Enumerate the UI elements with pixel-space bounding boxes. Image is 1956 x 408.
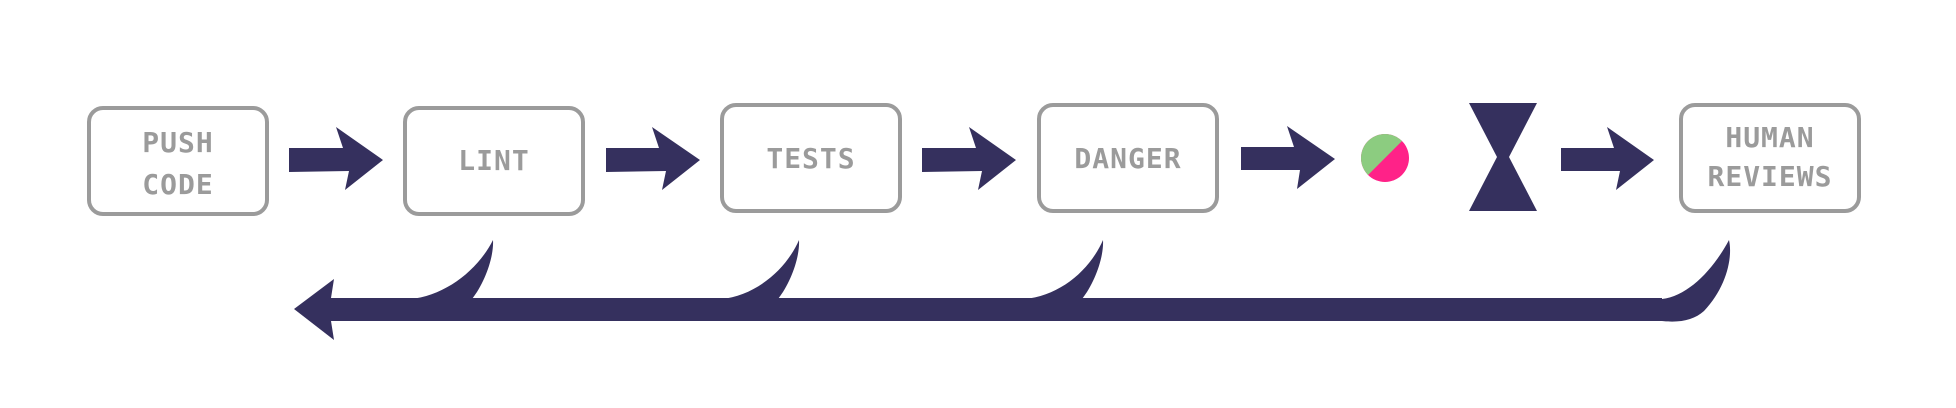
hourglass-icon [1469,103,1537,211]
feedback-arrow [294,240,1731,340]
stage-label-line: CODE [142,168,213,201]
forward-arrow-icon [1241,126,1335,189]
stage-danger: DANGER [1037,103,1219,213]
stage-label-line: REVIEWS [1707,160,1832,193]
forward-arrow-icon [922,127,1016,190]
stage-lint: LINT [403,106,585,216]
stage-label-line: TESTS [766,142,855,175]
stage-label-line: LINT [458,144,529,177]
forward-arrow-icon [289,127,383,190]
stage-tests: TESTS [720,103,902,213]
stage-label-line: PUSH [142,126,213,159]
stage-push-code: PUSH CODE [87,106,269,216]
stage-label-line: DANGER [1074,142,1181,175]
stage-human-reviews: HUMAN REVIEWS [1679,103,1861,213]
forward-arrow-icon [1561,127,1654,190]
stage-label-line: HUMAN [1725,121,1814,154]
forward-arrow-icon [606,127,700,190]
status-circle-icon [1361,134,1409,182]
